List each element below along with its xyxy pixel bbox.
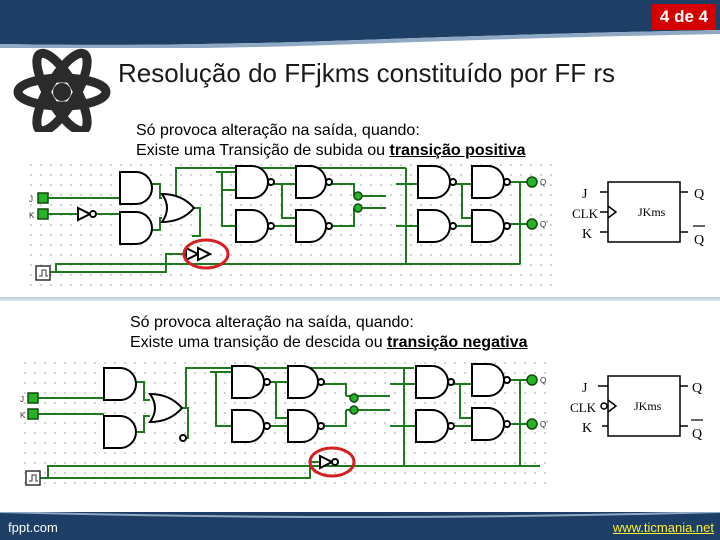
slide-title: Resolução do FFjkms constituído por FF r…: [118, 58, 616, 88]
and-gate: [119, 211, 153, 245]
or-gate: [148, 392, 184, 424]
jk-box-label: JKms: [638, 205, 666, 219]
positive-line-2-text: Existe uma Transição de subida ou: [136, 142, 390, 159]
jk-output-qbar: Q: [694, 233, 704, 248]
clock-inverter-highlight: [182, 238, 230, 270]
positive-line-2: Existe uma Transição de subida ou transi…: [136, 141, 526, 161]
section-divider: [0, 297, 720, 301]
clock-input[interactable]: [35, 265, 51, 281]
jk-output-q: Q: [692, 381, 702, 396]
internal-led: [353, 191, 363, 201]
output-qbar-label: Q': [540, 420, 548, 429]
internal-led: [353, 203, 363, 213]
negative-edge-circuit: J K Q Q': [20, 358, 554, 490]
jk-symbol-positive: J CLK K JKms Q Q: [572, 181, 705, 248]
jk-output-q: Q: [694, 187, 704, 202]
clock-input[interactable]: [25, 470, 41, 486]
nand-gate: [471, 209, 505, 243]
output-led: [526, 176, 538, 188]
input-j-label: J: [29, 195, 33, 204]
footer-bar: [0, 512, 720, 540]
nand-gate: [231, 365, 265, 399]
page-indicator: 4 de 4: [652, 4, 716, 30]
jk-symbol-negative: J CLK K JKms Q Q: [570, 375, 703, 442]
or-gate: [160, 192, 196, 224]
jk-input-clk: CLK: [572, 206, 599, 221]
and-gate: [103, 415, 137, 449]
atom-icon: [13, 48, 111, 132]
negative-line-2-text: Existe uma transição de descida ou: [130, 334, 388, 351]
nand-gate: [471, 165, 505, 199]
output-led: [526, 374, 538, 386]
input-j-label: J: [20, 395, 24, 404]
output-led: [526, 218, 538, 230]
footer-brand: fppt.com: [8, 520, 58, 535]
input-k-switch[interactable]: [27, 408, 39, 420]
internal-led: [349, 405, 359, 415]
nand-gate: [287, 409, 319, 443]
nand-gate: [231, 409, 265, 443]
negative-edge-description: Só provoca alteração na saída, quando: E…: [130, 313, 528, 353]
input-k-switch[interactable]: [37, 208, 49, 220]
negative-line-1: Só provoca alteração na saída, quando:: [130, 314, 414, 331]
nand-gate: [417, 165, 451, 199]
jk-input-clk: CLK: [570, 400, 597, 415]
input-j-switch[interactable]: [27, 392, 39, 404]
jk-input-j: J: [582, 187, 588, 202]
jk-output-qbar: Q: [692, 427, 702, 442]
output-q-label: Q: [540, 376, 546, 385]
positive-edge-description: Só provoca alteração na saída, quando: E…: [136, 121, 526, 161]
not-gate: [77, 206, 93, 222]
output-qbar-label: Q': [540, 220, 548, 229]
jk-input-j: J: [582, 381, 588, 396]
input-j-switch[interactable]: [37, 192, 49, 204]
nand-gate: [295, 165, 327, 199]
and-gate: [119, 171, 153, 205]
not-gate: [185, 246, 201, 262]
internal-led: [349, 393, 359, 403]
nand-gate: [471, 407, 505, 441]
nand-gate: [287, 365, 319, 399]
footer-link[interactable]: www.ticmania.net: [612, 520, 714, 535]
positive-edge-emphasis: transição positiva: [389, 142, 526, 159]
jk-input-k: K: [582, 421, 592, 436]
clock-inverter-highlight: [308, 446, 356, 478]
negative-edge-emphasis: transição negativa: [387, 334, 528, 351]
output-led: [526, 418, 538, 430]
nand-gate: [417, 209, 451, 243]
output-q-label: Q: [540, 178, 546, 187]
nand-gate: [295, 209, 327, 243]
input-k-label: K: [29, 211, 35, 220]
and-gate: [103, 367, 137, 401]
nand-gate: [415, 409, 449, 443]
nand-gate: [415, 365, 449, 399]
jk-box-label: JKms: [634, 399, 662, 413]
nand-gate: [471, 363, 505, 397]
positive-edge-circuit: J K Q Q': [26, 160, 556, 290]
top-bar: [0, 0, 720, 48]
input-k-label: K: [20, 411, 26, 420]
nand-gate: [235, 209, 269, 243]
jk-input-k: K: [582, 227, 592, 242]
nand-gate: [235, 165, 269, 199]
positive-line-1: Só provoca alteração na saída, quando:: [136, 122, 420, 139]
negative-line-2: Existe uma transição de descida ou trans…: [130, 333, 528, 353]
